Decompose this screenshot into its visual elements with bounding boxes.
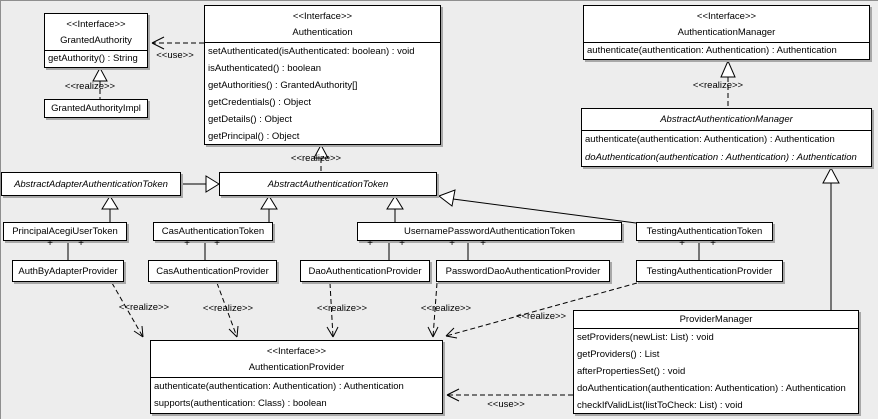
member-row: getCredentials() : Object	[208, 97, 311, 108]
class-authentication-provider[interactable]: <<Interface>> AuthenticationProvider aut…	[150, 340, 443, 414]
class-name: AbstractAdapterAuthenticationToken	[14, 178, 168, 190]
edge-label-realize: <<realize>>	[420, 303, 472, 314]
realize-dao-to-provider-interface	[326, 282, 339, 338]
association-end-plus: +	[399, 238, 405, 249]
realize-abstract-token-to-authentication	[313, 143, 329, 172]
member-row: getAuthority() : String	[48, 53, 138, 64]
class-name: CasAuthenticationToken	[161, 226, 265, 237]
class-name: AuthenticationManager	[677, 27, 776, 38]
class-password-dao-authentication-provider[interactable]: PasswordDaoAuthenticationProvider	[436, 260, 610, 282]
member-row: getPrincipal() : Object	[208, 131, 300, 142]
class-name: AbstractAuthenticationToken	[267, 178, 389, 190]
association-end-plus: +	[47, 238, 53, 249]
class-name: ProviderManager	[679, 314, 753, 325]
generalization-providermanager-to-abstract-manager	[822, 166, 840, 310]
edge-label-realize: <<realize>>	[515, 311, 567, 322]
stereotype: <<Interface>>	[696, 11, 757, 22]
stereotype: <<Interface>>	[292, 11, 353, 22]
association-end-plus: +	[184, 238, 190, 249]
member-row: setProviders(newList: List) : void	[577, 332, 714, 343]
class-abstract-authentication-manager[interactable]: AbstractAuthenticationManager authentica…	[581, 108, 872, 167]
class-name: Authentication	[292, 27, 353, 38]
association-lines	[67, 240, 700, 261]
class-name: PasswordDaoAuthenticationProvider	[445, 265, 601, 277]
edge-label-realize: <<realize>>	[692, 80, 744, 91]
realize-testing-to-provider-interface	[445, 282, 638, 339]
member-row: authenticate(authentication: Authenticat…	[587, 45, 837, 56]
class-testing-authentication-provider[interactable]: TestingAuthenticationProvider	[636, 260, 783, 282]
realize-abstract-manager-to-manager	[720, 59, 736, 108]
realize-impl-to-granted-authority	[92, 66, 108, 99]
realize-authbyadapter-to-provider-interface	[111, 282, 144, 338]
class-provider-manager[interactable]: ProviderManager setProviders(newList: Li…	[573, 310, 859, 414]
association-end-plus: +	[367, 238, 373, 249]
class-abstract-authentication-token[interactable]: AbstractAuthenticationToken	[219, 172, 437, 196]
class-username-password-authentication-token[interactable]: UsernamePasswordAuthenticationToken	[357, 222, 622, 241]
edge-label-realize: <<realize>>	[64, 81, 116, 92]
stereotype: <<Interface>>	[66, 19, 126, 30]
edge-label-realize: <<realize>>	[316, 303, 368, 314]
member-row: afterPropertiesSet() : void	[577, 366, 686, 377]
generalization-principal-to-adapter-token	[101, 195, 119, 222]
edge-label-realize: <<realize>>	[202, 303, 254, 314]
member-row: doAuthentication(authentication : Authen…	[585, 152, 857, 163]
member-row: setAuthenticated(isAuthenticated: boolea…	[208, 46, 415, 57]
class-name: PrincipalAcegiUserToken	[12, 226, 118, 237]
member-row: checkIfValidList(listToCheck: List) : vo…	[577, 400, 743, 411]
class-name: AuthenticationProvider	[248, 362, 345, 373]
class-cas-authentication-token[interactable]: CasAuthenticationToken	[153, 222, 273, 241]
association-end-plus: +	[480, 238, 486, 249]
class-name: AuthByAdapterProvider	[18, 265, 118, 277]
association-end-plus: +	[679, 238, 685, 249]
member-row: getDetails() : Object	[208, 114, 292, 125]
edge-label-realize: <<realize>>	[290, 153, 342, 164]
association-end-plus: +	[214, 238, 220, 249]
association-end-plus: +	[78, 238, 84, 249]
association-end-plus: +	[710, 238, 716, 249]
realize-cas-to-provider-interface	[216, 282, 239, 338]
member-row: getAuthorities() : GrantedAuthority[]	[208, 80, 358, 91]
class-testing-authentication-token[interactable]: TestingAuthenticationToken	[636, 222, 773, 241]
class-auth-by-adapter-provider[interactable]: AuthByAdapterProvider	[12, 260, 124, 282]
class-authentication-manager[interactable]: <<Interface>> AuthenticationManager auth…	[583, 5, 870, 60]
generalization-testing-token-to-abstract-token	[437, 189, 637, 224]
class-granted-authority-impl[interactable]: GrantedAuthorityImpl	[44, 99, 148, 118]
class-abstract-adapter-authentication-token[interactable]: AbstractAdapterAuthenticationToken	[1, 172, 181, 196]
class-granted-authority[interactable]: <<Interface>> GrantedAuthority getAuthor…	[44, 13, 148, 68]
class-name: TestingAuthenticationProvider	[646, 265, 773, 277]
class-authentication[interactable]: <<Interface>> Authentication setAuthenti…	[204, 5, 441, 145]
class-name: TestingAuthenticationToken	[646, 226, 763, 237]
class-name: GrantedAuthority	[60, 35, 132, 46]
class-principal-acegi-user-token[interactable]: PrincipalAcegiUserToken	[3, 222, 127, 241]
generalization-adapter-token-to-abstract-token	[181, 175, 220, 193]
class-name: DaoAuthenticationProvider	[308, 265, 422, 277]
member-row: getProviders() : List	[577, 349, 660, 360]
member-row: authenticate(authentication: Authenticat…	[154, 381, 404, 392]
member-row: supports(authentication: Class) : boolea…	[154, 398, 327, 409]
use-authentication-to-granted-authority	[151, 36, 204, 50]
member-row: doAuthentication(authentication: Authent…	[577, 383, 846, 394]
use-providermanager-to-provider-interface	[446, 388, 573, 402]
stereotype: <<Interface>>	[266, 346, 327, 357]
member-row: authenticate(authentication: Authenticat…	[585, 134, 835, 145]
realize-passworddao-to-provider-interface	[427, 282, 439, 338]
class-cas-authentication-provider[interactable]: CasAuthenticationProvider	[148, 260, 277, 282]
edge-label-use: <<use>>	[156, 50, 194, 61]
association-end-plus: +	[449, 238, 455, 249]
member-row: isAuthenticated() : boolean	[208, 63, 322, 74]
class-dao-authentication-provider[interactable]: DaoAuthenticationProvider	[300, 260, 430, 282]
class-name: CasAuthenticationProvider	[156, 265, 269, 277]
class-name: AbstractAuthenticationManager	[660, 114, 793, 125]
class-name: GrantedAuthorityImpl	[51, 103, 141, 114]
edge-label-use: <<use>>	[487, 399, 525, 410]
generalization-cas-token-to-abstract-token	[260, 195, 278, 222]
edge-label-realize: <<realize>>	[118, 302, 170, 313]
generalization-usernamepassword-to-abstract-token	[386, 195, 404, 222]
class-name: UsernamePasswordAuthenticationToken	[403, 226, 576, 237]
